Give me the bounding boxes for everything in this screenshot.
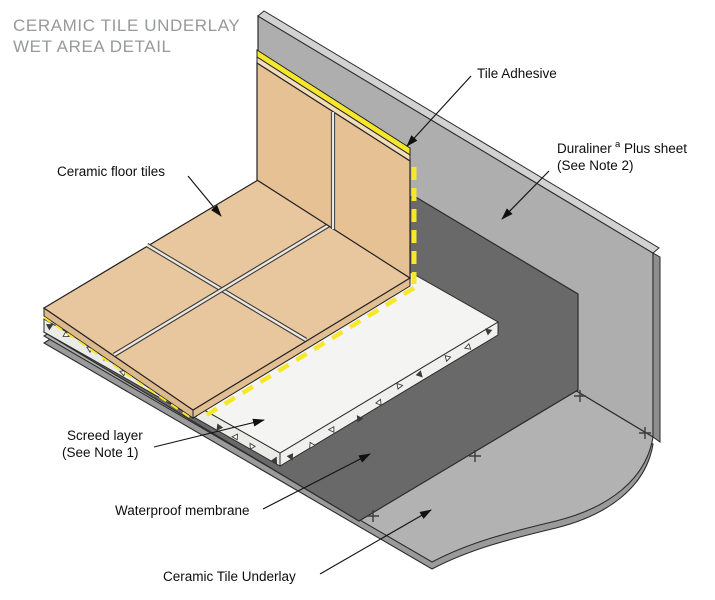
aggregate-triangle xyxy=(327,425,335,434)
aggregate-triangle xyxy=(396,382,404,390)
leader-tile-adhesive xyxy=(406,75,472,147)
leader-floor-tiles xyxy=(187,175,222,217)
aggregate-triangle xyxy=(375,398,382,406)
wall-sheet-right-edge xyxy=(652,252,661,443)
page-title-line1: CERAMIC TILE UNDERLAY xyxy=(13,16,240,35)
leader-duraliner xyxy=(501,170,550,220)
aggregate-triangle xyxy=(270,456,278,464)
label-waterproof-membrane: Waterproof membrane xyxy=(115,503,250,518)
aggregate-triangle xyxy=(286,453,294,461)
leader-membrane xyxy=(262,453,371,510)
aggregate-triangle xyxy=(231,433,238,441)
aggregate-triangle xyxy=(216,423,224,431)
aggregate-triangle xyxy=(484,328,493,336)
label-duraliner-note: (See Note 2) xyxy=(557,158,634,173)
label-duraliner-superscript: a xyxy=(615,139,621,150)
label-ceramic-floor-tiles: Ceramic floor tiles xyxy=(57,164,165,179)
adhesive-line-under-tiles xyxy=(43,316,194,421)
aggregate-triangle xyxy=(45,324,54,331)
aggregate-triangle xyxy=(249,442,256,451)
leader-lines xyxy=(153,75,550,575)
label-screed-layer: Screed layer xyxy=(67,428,143,443)
wall-sheet-top-edge xyxy=(257,10,660,254)
aggregate-triangle xyxy=(415,370,423,378)
label-ceramic-tile-underlay: Ceramic Tile Underlay xyxy=(163,569,296,584)
label-screed-note: (See Note 1) xyxy=(62,445,139,460)
plus-marks xyxy=(367,390,651,522)
leader-screed xyxy=(153,418,265,448)
floor-tile-grout-lines xyxy=(112,223,331,357)
aggregate-triangle xyxy=(309,441,316,450)
label-duraliner-suffix: Plus sheet xyxy=(624,141,687,156)
aggregate-triangle xyxy=(463,342,472,350)
leader-underlay xyxy=(319,509,432,575)
aggregate-triangle xyxy=(356,415,364,423)
label-duraliner-name: Duraliner xyxy=(557,141,612,156)
label-tile-adhesive: Tile Adhesive xyxy=(477,66,557,81)
aggregate-triangle xyxy=(444,355,452,363)
page-title-line2: WET AREA DETAIL xyxy=(13,37,172,56)
